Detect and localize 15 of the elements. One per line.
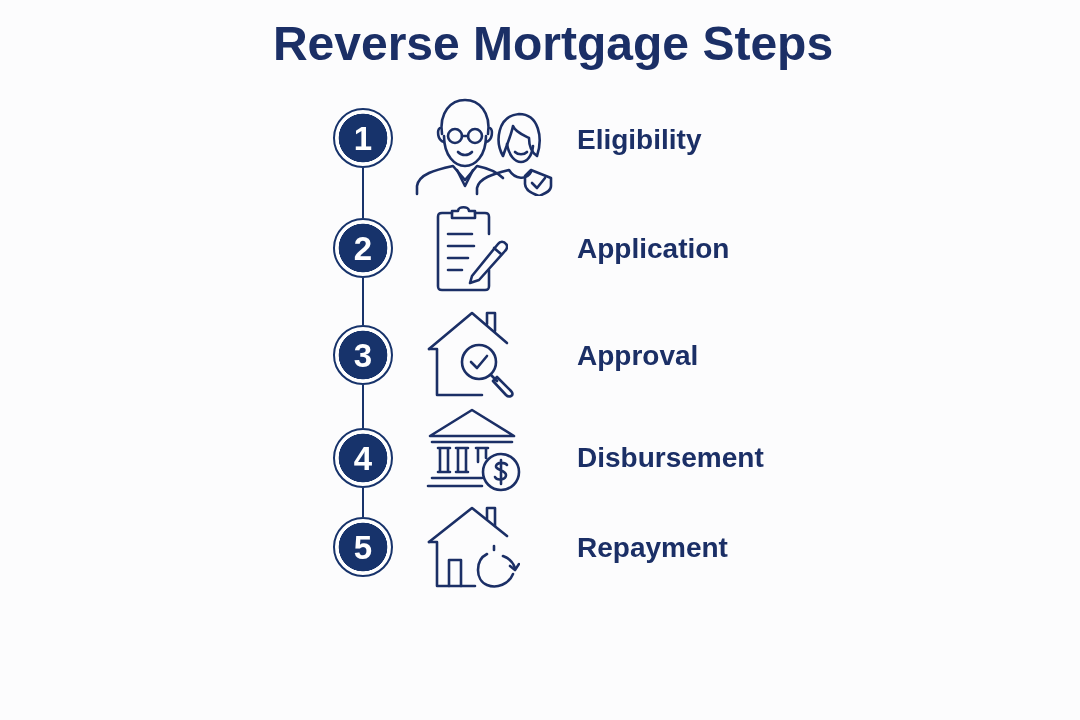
- step-number-circle: 5: [333, 517, 393, 577]
- step-label: Repayment: [577, 531, 728, 565]
- step-label: Eligibility: [577, 123, 702, 157]
- step-label: Application: [577, 232, 730, 266]
- step-label: Approval: [577, 339, 699, 373]
- title: Reverse Mortgage Steps: [272, 16, 834, 72]
- connector-line: [362, 384, 364, 429]
- connector-line: [362, 167, 364, 219]
- step-number-circle: 2: [333, 218, 393, 278]
- step-label: Disbursement: [577, 441, 764, 475]
- step-number-circle: 3: [333, 325, 393, 385]
- step-number-circle: 4: [333, 428, 393, 488]
- step-number-circle: 1: [333, 108, 393, 168]
- connector-line: [362, 277, 364, 326]
- connector-line: [362, 487, 364, 518]
